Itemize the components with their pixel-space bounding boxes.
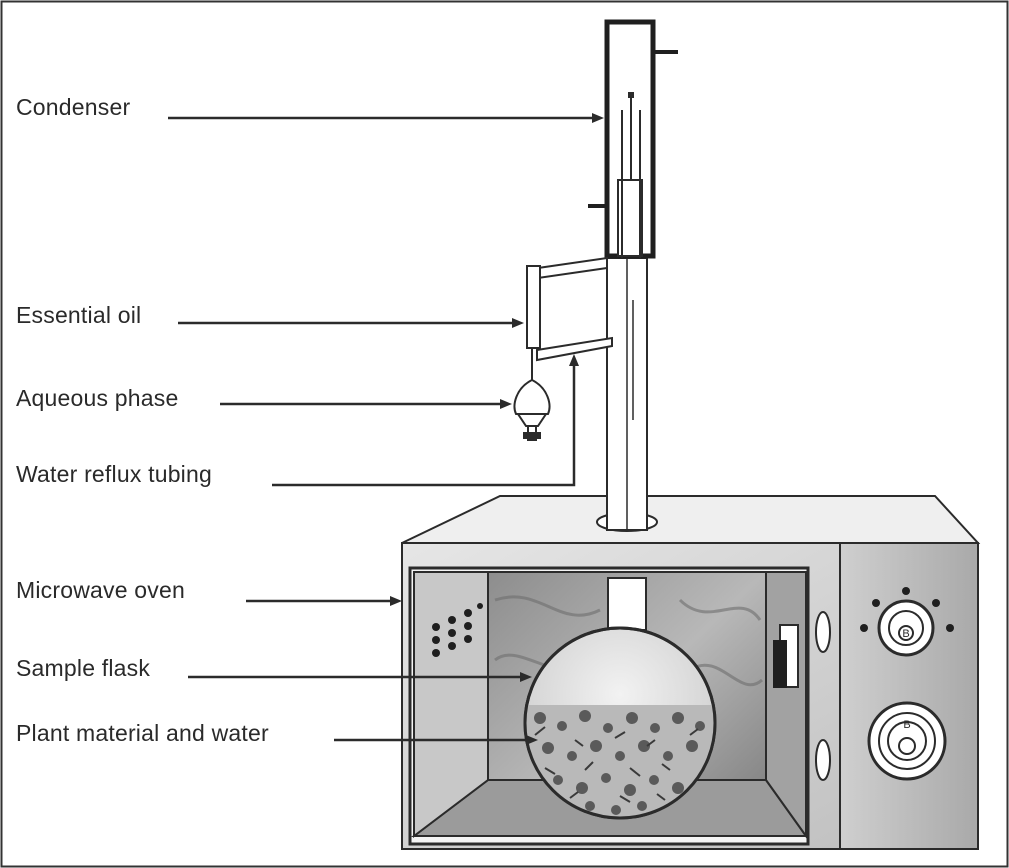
clevenger-trap [513,256,613,441]
label-aqueous-phase: Aqueous phase [16,385,179,411]
leader-lines [168,113,604,745]
timer-knob [860,587,954,657]
label-water-reflux-tubing: Water reflux tubing [16,461,212,487]
knob-label-top: B [902,628,909,640]
label-microwave-oven: Microwave oven [16,577,185,603]
label-condenser: Condenser [16,94,131,120]
vent-holes [432,603,483,657]
door-hinge-bottom [815,739,831,781]
power-knob [867,701,947,781]
reflux-column [606,257,648,531]
label-essential-oil: Essential oil [16,302,142,328]
knob-label-bottom: B [903,719,910,731]
condenser [588,19,678,259]
label-sample-flask: Sample flask [16,655,151,681]
label-plant-material: Plant material and water [16,720,269,746]
door-hinge-top [815,611,831,653]
control-panel [839,542,979,850]
